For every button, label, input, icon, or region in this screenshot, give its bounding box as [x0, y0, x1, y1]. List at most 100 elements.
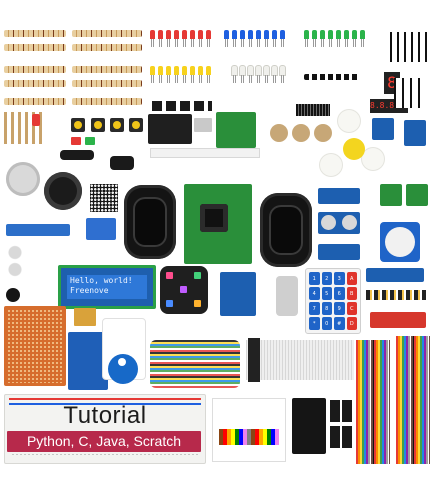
push-button: [71, 118, 85, 132]
keypad-key: 0: [321, 317, 332, 330]
ultrasonic-eye: [342, 215, 357, 230]
resistor-strip: [72, 30, 142, 37]
push-button: [110, 118, 124, 132]
dc-motor: [276, 276, 298, 316]
speaker-right: [260, 193, 312, 267]
green-led: [304, 30, 309, 47]
keypad-key: 8: [321, 302, 332, 315]
rgb-led: [166, 272, 173, 279]
yellow-led: [150, 66, 155, 83]
keypad-key: #: [334, 317, 345, 330]
jumper-wires-left-bundle: [356, 340, 390, 464]
board-holes: [7, 309, 63, 383]
blue-sensor-module: [366, 268, 424, 282]
blue-led: [272, 30, 277, 47]
button-cap-red: [71, 137, 81, 145]
dc-jack: [60, 150, 94, 160]
blue-sensor-module: [404, 120, 426, 146]
pin-header-row: [296, 104, 330, 116]
push-button: [129, 118, 143, 132]
pir-sensor: [380, 222, 420, 262]
accelerometer-module: [220, 272, 256, 316]
resistor-strip: [4, 98, 66, 105]
resistor-strip: [4, 66, 66, 73]
pir-dome: [385, 227, 415, 257]
blue-sensor-module: [318, 188, 360, 204]
lcd-1602-display: Hello, world! Freenove: [58, 265, 156, 309]
battery-snap: [110, 156, 134, 170]
red-led: [174, 30, 179, 47]
color-bands: [219, 429, 279, 445]
rfid-reader: [68, 332, 108, 390]
keypad-key: 7: [309, 302, 320, 315]
breadboard-rail-blue: [9, 403, 201, 405]
camera-board: [184, 184, 252, 264]
keypad-key: 3: [334, 272, 345, 285]
green-led: [352, 30, 357, 47]
blue-led: [256, 30, 261, 47]
white-led: [240, 66, 245, 83]
green-led: [344, 30, 349, 47]
rgb-led: [194, 300, 201, 307]
blue-led: [248, 30, 253, 47]
green-led: [328, 30, 333, 47]
yellow-led: [182, 66, 187, 83]
blue-led: [224, 30, 229, 47]
resistor-strip: [4, 30, 66, 37]
rfid-key-tag: [108, 354, 138, 384]
ic-chip: [342, 426, 352, 448]
keypad-key: B: [346, 287, 357, 300]
keypad-key: A: [346, 272, 357, 285]
yellow-led: [166, 66, 171, 83]
blue-led: [280, 30, 285, 47]
white-led: [280, 66, 285, 83]
button-cap-green: [85, 137, 95, 145]
keypad-key: *: [309, 317, 320, 330]
red-led: [190, 30, 195, 47]
keypad-key: 9: [334, 302, 345, 315]
fan-hub: [343, 138, 365, 160]
tutorial-title: Tutorial: [63, 402, 147, 429]
red-led: [206, 30, 211, 47]
potentiometer: [292, 124, 310, 142]
keypad-key: 4: [309, 287, 320, 300]
yellow-led: [158, 66, 163, 83]
blue-led: [240, 30, 245, 47]
tutorial-languages-band: Python, C, Java, Scratch: [7, 431, 201, 452]
rgb-led: [194, 272, 201, 279]
ultrasonic-eye: [321, 215, 336, 230]
ic-chip: [342, 400, 352, 422]
pin-header-vertical: [394, 78, 424, 108]
rgb-led: [180, 286, 187, 293]
breadboard-rail-red: [9, 398, 201, 400]
led-matrix: [90, 184, 118, 212]
pin-header-vertical: [390, 32, 428, 62]
dupont-wire-bundle: [150, 340, 240, 388]
rfid-small-module: [74, 308, 96, 326]
red-sensor-module: [370, 312, 426, 328]
motor-driver-board: [216, 112, 256, 148]
gpio-extension-board: [6, 224, 70, 236]
rgb-led-board: [160, 266, 208, 314]
stepper-motor: [6, 162, 40, 196]
buzzer-leds: [32, 114, 40, 126]
green-led: [320, 30, 325, 47]
prototype-board: [4, 306, 66, 386]
resistor-strip: [72, 44, 142, 51]
resistor-color-card: [212, 398, 286, 462]
red-led: [150, 30, 155, 47]
blue-sensor-module: [318, 244, 360, 260]
white-led: [232, 66, 237, 83]
green-led: [312, 30, 317, 47]
buzzer: [6, 288, 20, 302]
round-sensors: [6, 244, 24, 278]
rgb-led: [166, 300, 173, 307]
potentiometer: [270, 124, 288, 142]
keypad-key: D: [346, 317, 357, 330]
usb-port: [194, 118, 212, 132]
resistor-strip: [72, 80, 142, 87]
power-module: [148, 114, 192, 144]
lcd-screen: Hello, world! Freenove: [67, 275, 147, 299]
